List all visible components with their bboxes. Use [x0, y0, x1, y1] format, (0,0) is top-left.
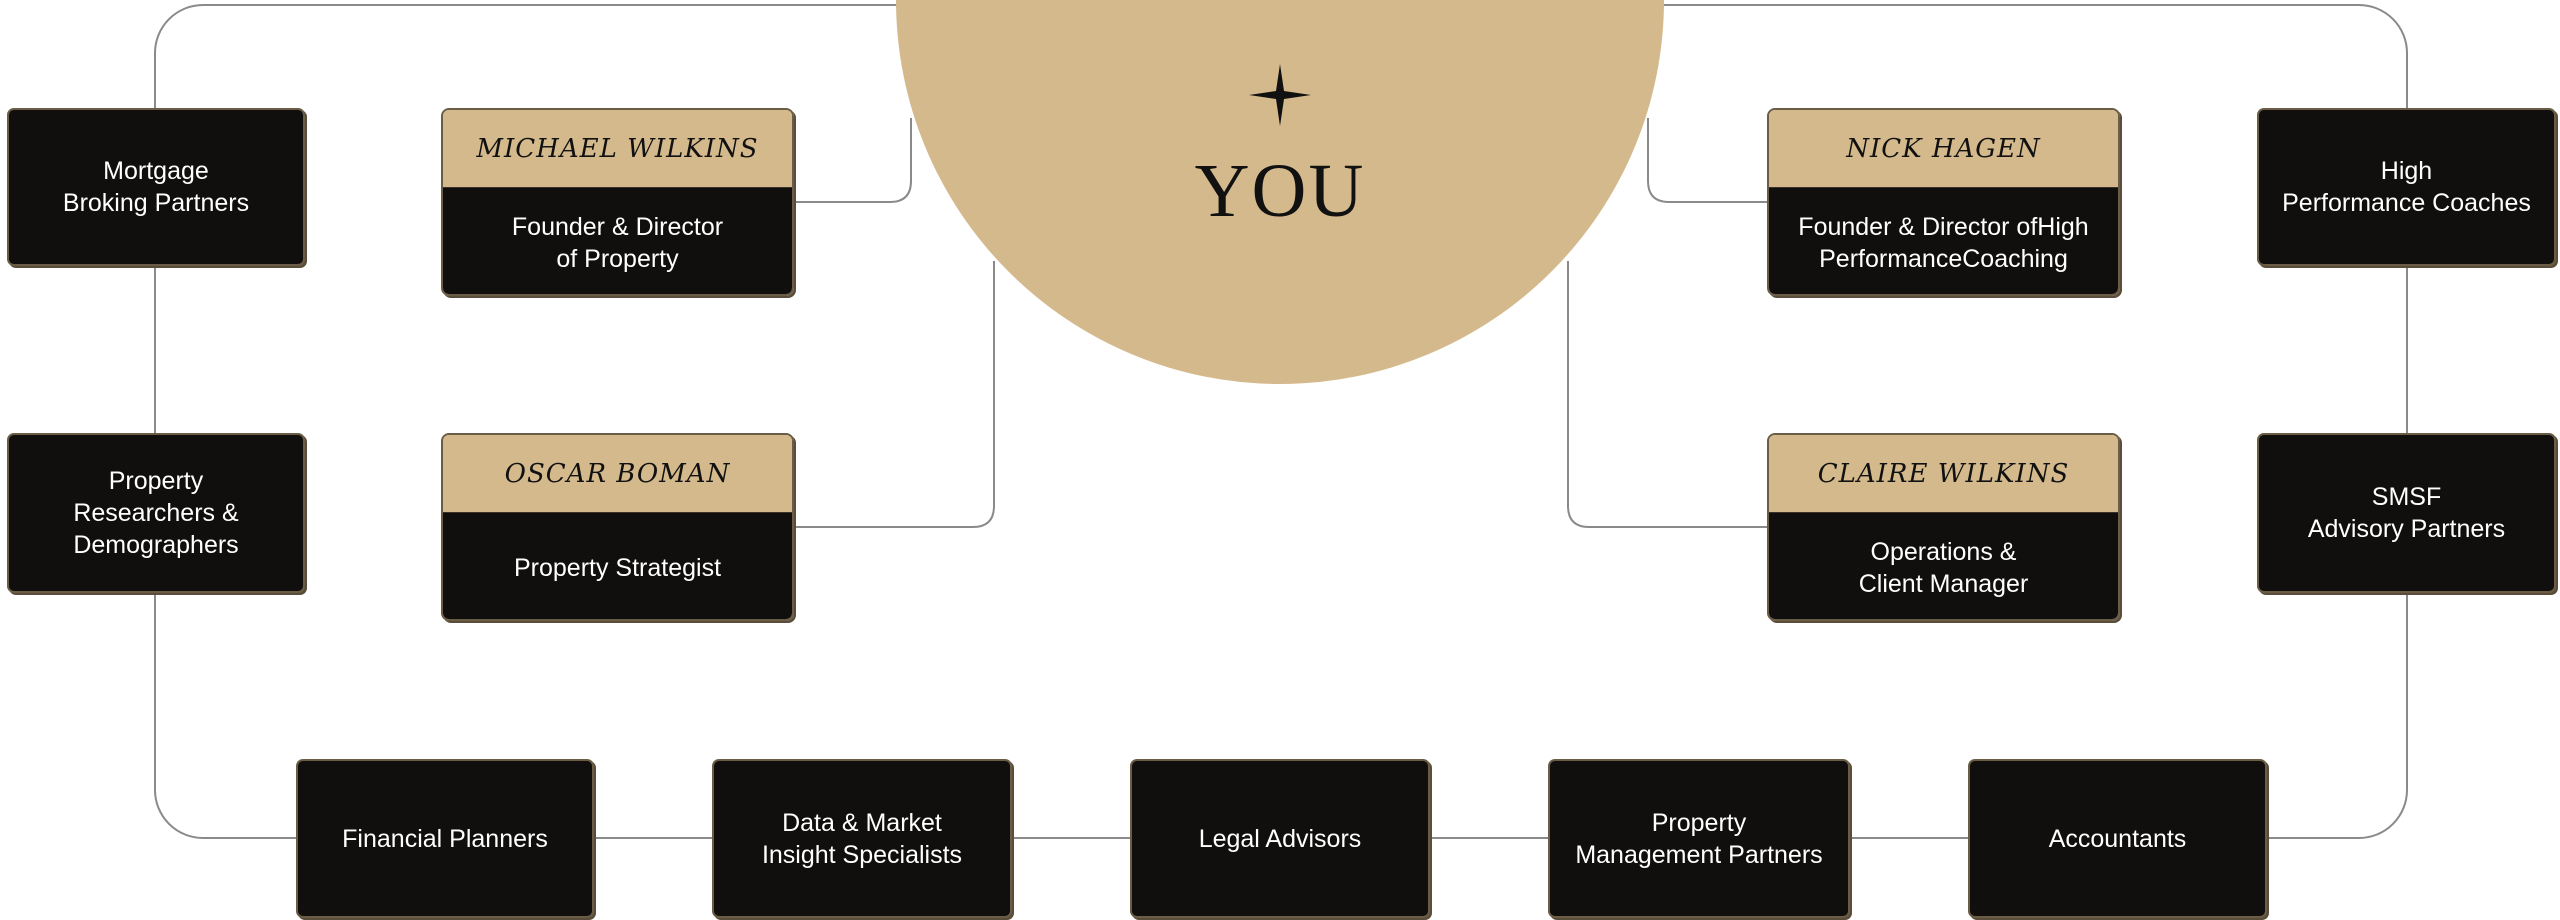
connector-michael: [794, 118, 912, 203]
partner-high-performance-coaches[interactable]: High Performance Coaches: [2257, 108, 2556, 266]
four-point-star-icon: [1249, 64, 1311, 126]
connector-oscar: [794, 261, 995, 528]
team-card-michael-wilkins[interactable]: MICHAEL WILKINS Founder & Director of Pr…: [441, 108, 794, 296]
team-member-name: MICHAEL WILKINS: [443, 110, 792, 188]
partner-accountants[interactable]: Accountants: [1968, 759, 2267, 918]
partner-property-management[interactable]: Property Management Partners: [1548, 759, 1850, 918]
partner-legal-advisors[interactable]: Legal Advisors: [1130, 759, 1430, 918]
connector-nick: [1647, 118, 1767, 203]
team-member-role: Property Strategist: [443, 513, 792, 619]
team-card-claire-wilkins[interactable]: CLAIRE WILKINS Operations & Client Manag…: [1767, 433, 2120, 621]
team-member-name: CLAIRE WILKINS: [1769, 435, 2118, 513]
connector-claire: [1567, 261, 1767, 528]
team-card-oscar-boman[interactable]: OSCAR BOMAN Property Strategist: [441, 433, 794, 621]
team-member-name: NICK HAGEN: [1769, 110, 2118, 188]
you-label: YOU: [1194, 149, 1366, 233]
partner-mortgage-broking[interactable]: Mortgage Broking Partners: [7, 108, 305, 266]
team-member-role: Operations & Client Manager: [1769, 513, 2118, 619]
team-member-role: Founder & Director ofHigh PerformanceCoa…: [1769, 188, 2118, 294]
team-member-role: Founder & Director of Property: [443, 188, 792, 294]
partner-property-researchers[interactable]: Property Researchers & Demographers: [7, 433, 305, 593]
team-card-nick-hagen[interactable]: NICK HAGEN Founder & Director ofHigh Per…: [1767, 108, 2120, 296]
partner-financial-planners[interactable]: Financial Planners: [296, 759, 594, 918]
partner-data-market-insight[interactable]: Data & Market Insight Specialists: [712, 759, 1012, 918]
team-member-name: OSCAR BOMAN: [443, 435, 792, 513]
partner-smsf-advisory[interactable]: SMSF Advisory Partners: [2257, 433, 2556, 593]
